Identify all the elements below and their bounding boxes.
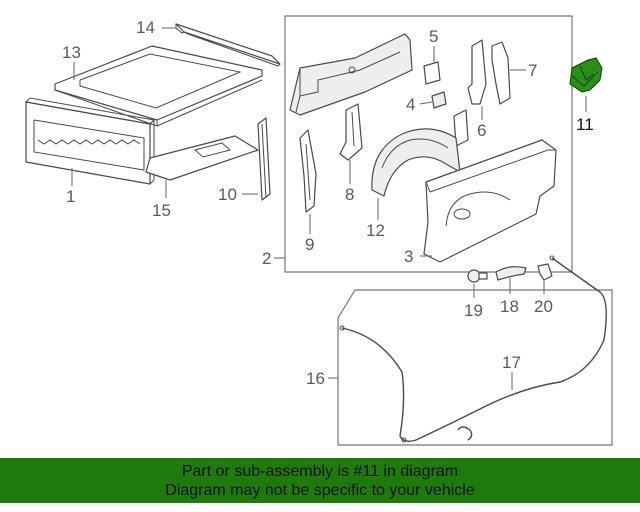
callout-20: 20 [534,297,553,316]
part-6-pillar[interactable] [453,39,487,147]
callout-19: 19 [464,301,483,320]
info-banner: Part or sub-assembly is #11 in diagram D… [0,458,640,503]
callout-14: 14 [136,18,155,37]
banner-line-1: Part or sub-assembly is #11 in diagram [181,463,459,480]
callout-16: 16 [306,369,325,388]
callout-10: 10 [218,185,237,204]
part-8-bracket[interactable] [339,103,363,161]
part-9-pillar[interactable] [299,129,317,213]
part-5-bracket[interactable] [423,61,441,85]
part-7-pillar[interactable] [491,41,511,105]
part-18-grommet[interactable] [495,266,527,281]
callout-12: 12 [366,221,385,240]
callout-3: 3 [404,247,413,266]
parts-diagram: 14 13 1 15 10 5 4 6 7 8 9 12 3 2 11 19 1… [24,15,613,446]
callout-1: 1 [66,187,75,206]
part-13-bed-floor[interactable] [54,45,263,127]
part-19-bushing[interactable] [467,269,488,283]
callout-8: 8 [345,185,354,204]
callout-6: 6 [477,121,486,140]
part-front-panel[interactable] [289,33,413,116]
part-15-floor-panel[interactable] [145,135,259,181]
part-17-harness[interactable] [339,255,607,443]
callout-11: 11 [576,115,594,134]
assembly-16-box [337,289,613,446]
part-4-clip[interactable] [431,91,447,109]
leader-lines [71,27,587,390]
callout-15: 15 [152,201,171,220]
callout-2: 2 [262,249,271,268]
banner-line-2: Diagram may not be specific to your vehi… [165,482,475,499]
callout-18: 18 [500,297,519,316]
part-3-bed-side[interactable] [423,139,557,263]
part-1-tailgate[interactable] [24,97,156,185]
part-11-bracket[interactable] [569,57,603,93]
part-20-clip[interactable] [537,263,553,281]
part-14-rail[interactable] [175,23,281,67]
callout-5: 5 [429,27,438,46]
callout-4: 4 [406,95,415,114]
part-10-post[interactable] [257,117,271,201]
callout-9: 9 [305,235,314,254]
callout-13: 13 [62,43,81,62]
callout-17: 17 [502,353,521,372]
callout-7: 7 [528,61,537,80]
